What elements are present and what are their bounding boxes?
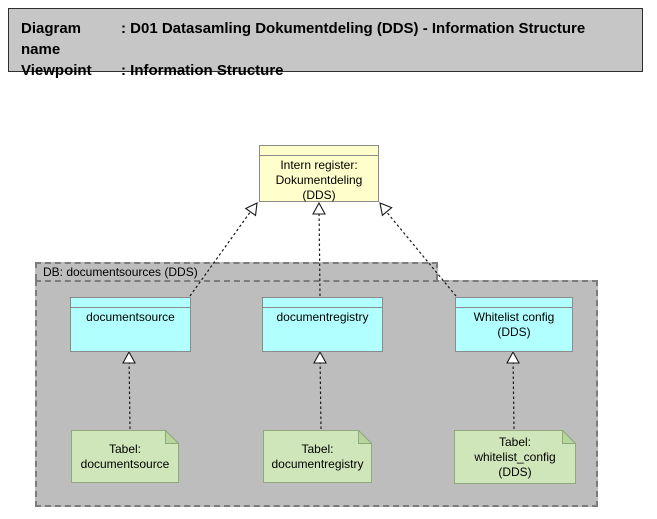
note-label: Tabel: documentsource — [80, 441, 170, 471]
realization-arrowhead-icon — [379, 202, 393, 217]
diagram-name-row: Diagram name : D01 Datasamling Dokumentd… — [21, 18, 630, 60]
node-intern-register-dokumentdeling[interactable]: Intern register: Dokumentdeling (DDS) — [259, 145, 379, 202]
note-label: Tabel: whitelist_config (DDS) — [474, 434, 556, 479]
note-shape — [71, 430, 179, 483]
diagram-name-value: : D01 Datasamling Dokumentdeling (DDS) -… — [121, 20, 586, 37]
note-shape — [263, 430, 372, 483]
realization-arrowhead-icon — [244, 202, 258, 217]
group-db-documentsources-label: DB: documentsources (DDS) — [43, 265, 198, 279]
diagram-title-block: Diagram name : D01 Datasamling Dokumentd… — [8, 8, 643, 79]
note-label: Tabel: documentregistry — [271, 441, 364, 471]
node-label: documentsource — [86, 310, 175, 324]
note-tabel-whitelist-config[interactable]: Tabel: whitelist_config (DDS) — [454, 430, 576, 484]
object-top-band — [263, 298, 382, 308]
note-shape — [454, 430, 576, 484]
folded-corner-icon — [562, 430, 576, 444]
realization-arrowhead-icon — [313, 350, 327, 364]
node-label: Whitelist config (DDS) — [473, 310, 555, 339]
node-label: Intern register: Dokumentdeling (DDS) — [275, 158, 363, 202]
viewpoint-value: : Information Structure — [121, 62, 284, 79]
realization-documentsource-to-intern-register[interactable] — [189, 200, 262, 297]
group-db-documentsources-tab[interactable]: DB: documentsources (DDS) — [35, 262, 438, 280]
node-label: documentregistry — [276, 310, 369, 324]
realization-tabel-whitelist-config-to-whitelist-config[interactable] — [506, 350, 520, 430]
viewpoint-row: Viewpoint : Information Structure — [21, 60, 630, 81]
note-tabel-documentregistry[interactable]: Tabel: documentregistry — [263, 430, 372, 483]
folded-corner-icon — [358, 430, 372, 444]
realization-arrowhead-icon — [312, 201, 326, 215]
node-documentregistry[interactable]: documentregistry — [262, 297, 383, 352]
node-whitelist-config[interactable]: Whitelist config (DDS) — [455, 297, 573, 352]
realization-arrowhead-icon — [506, 350, 520, 364]
realization-whitelist-config-to-intern-register[interactable] — [375, 199, 457, 297]
diagram-name-label: Diagram name — [21, 20, 82, 58]
note-tabel-documentsource[interactable]: Tabel: documentsource — [71, 430, 179, 483]
realization-tabel-documentsource-to-documentsource[interactable] — [122, 350, 136, 430]
node-documentsource[interactable]: documentsource — [70, 297, 191, 352]
object-top-band — [71, 298, 190, 308]
realization-tabel-documentregistry-to-documentregistry[interactable] — [313, 350, 327, 430]
object-top-band — [260, 146, 378, 156]
folded-corner-icon — [165, 430, 179, 444]
realization-documentregistry-to-intern-register[interactable] — [312, 201, 326, 297]
viewpoint-label: Viewpoint — [21, 62, 92, 79]
realization-arrowhead-icon — [122, 350, 136, 364]
object-top-band — [456, 298, 572, 308]
